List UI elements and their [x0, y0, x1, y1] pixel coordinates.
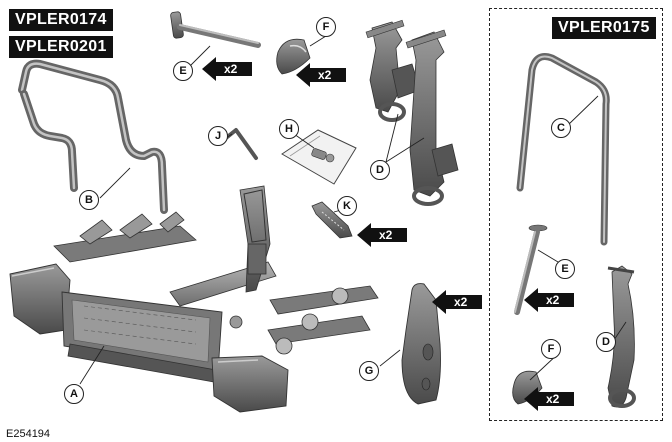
clamp-cover [401, 283, 441, 405]
callout-j: J [208, 126, 228, 146]
quantity-label: x2 [224, 62, 238, 76]
callout-f: F [316, 17, 336, 37]
kit-tag-vpler0175: VPLER0175 [552, 17, 656, 39]
quantity-badge-f-alt: x2 [524, 387, 578, 411]
alternative-kit-frame [489, 8, 663, 421]
quantity-label: x2 [546, 293, 560, 307]
figure-reference: E254194 [6, 428, 51, 440]
retaining-pin-alt [514, 224, 548, 315]
quantity-badge-k: x2 [357, 223, 411, 247]
callout-c: C [551, 118, 571, 138]
arrow-left-icon [357, 223, 407, 247]
frame-support-arm [18, 59, 168, 214]
quantity-label: x2 [454, 295, 468, 309]
arrow-left-icon [432, 290, 482, 314]
wheel-holder-pair [365, 19, 459, 206]
strap [311, 201, 353, 239]
callout-h: H [279, 119, 299, 139]
callout-e: E [173, 61, 193, 81]
callout-d-alt: D [596, 332, 616, 352]
frame-support-arm-alt [516, 53, 610, 246]
quantity-label: x2 [318, 68, 332, 82]
quantity-label: x2 [546, 392, 560, 406]
quantity-badge-g: x2 [432, 290, 486, 314]
carrier-base [9, 185, 379, 413]
callout-f-alt: F [541, 339, 561, 359]
quantity-badge-e: x2 [202, 57, 256, 81]
quantity-label: x2 [379, 228, 393, 242]
retaining-pin-top [170, 11, 261, 48]
callout-e-alt: E [555, 259, 575, 279]
quantity-badge-f: x2 [296, 63, 350, 87]
fixing-kit-bag [281, 129, 357, 185]
kit-tag-vpler0201: VPLER0201 [9, 36, 113, 58]
callout-b: B [79, 190, 99, 210]
quantity-badge-e-alt: x2 [524, 288, 578, 312]
callout-a: A [64, 384, 84, 404]
arrow-left-icon [296, 63, 346, 87]
callout-k: K [337, 196, 357, 216]
kit-tag-vpler0174: VPLER0174 [9, 9, 113, 31]
end-cap-top [276, 38, 311, 75]
hex-key [224, 128, 258, 160]
arrow-left-icon [202, 57, 252, 81]
leader-lines [79, 35, 627, 385]
callout-g: G [359, 361, 379, 381]
arrow-left-icon [524, 387, 574, 411]
wheel-holder-alt [607, 265, 636, 408]
arrow-left-icon [524, 288, 574, 312]
callout-d: D [370, 160, 390, 180]
